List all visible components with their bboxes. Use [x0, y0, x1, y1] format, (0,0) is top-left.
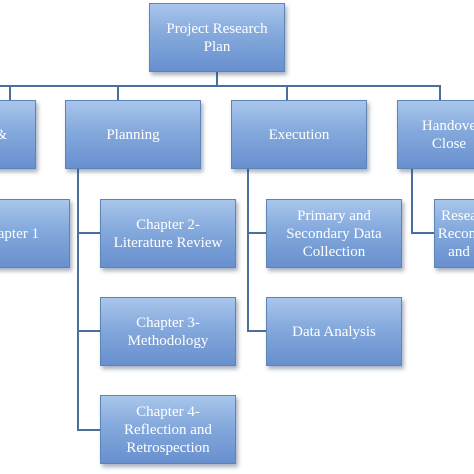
phase-node-initiation-label: &	[0, 126, 7, 144]
phase-node-handover-closeout: Handove Close	[397, 100, 474, 169]
chapter1-node-label: apter 1	[0, 225, 39, 242]
chapter4-node-label: Chapter 4- Reflection and Retrospection	[124, 403, 212, 456]
research-recommendations-node: Resea Recom and	[434, 199, 474, 268]
phase-node-planning-label: Planning	[106, 126, 160, 143]
chapter4-reflection-node: Chapter 4- Reflection and Retrospection	[100, 395, 236, 464]
chapter3-node-label: Chapter 3- Methodology	[127, 314, 209, 349]
phase-node-initiation: &	[0, 100, 36, 169]
data-analysis-node-label: Data Analysis	[292, 323, 376, 340]
data-analysis-node: Data Analysis	[266, 297, 402, 366]
phase-node-planning: Planning	[65, 100, 201, 169]
research-node-label: Resea Recom and	[437, 207, 474, 260]
root-node-project-research-plan: Project Research Plan	[149, 3, 285, 72]
data-collection-node: Primary and Secondary Data Collection	[266, 199, 402, 268]
root-node-label: Project Research Plan	[166, 20, 268, 55]
chapter1-node: apter 1	[0, 199, 70, 268]
data-collection-node-label: Primary and Secondary Data Collection	[286, 207, 382, 260]
chapter3-methodology-node: Chapter 3- Methodology	[100, 297, 236, 366]
phase-node-execution-label: Execution	[268, 126, 330, 143]
chapter2-literature-review-node: Chapter 2- Literature Review	[100, 199, 236, 268]
phase-node-execution: Execution	[231, 100, 367, 169]
chapter2-node-label: Chapter 2- Literature Review	[113, 216, 223, 251]
phase-node-handover-label: Handove Close	[421, 117, 474, 152]
